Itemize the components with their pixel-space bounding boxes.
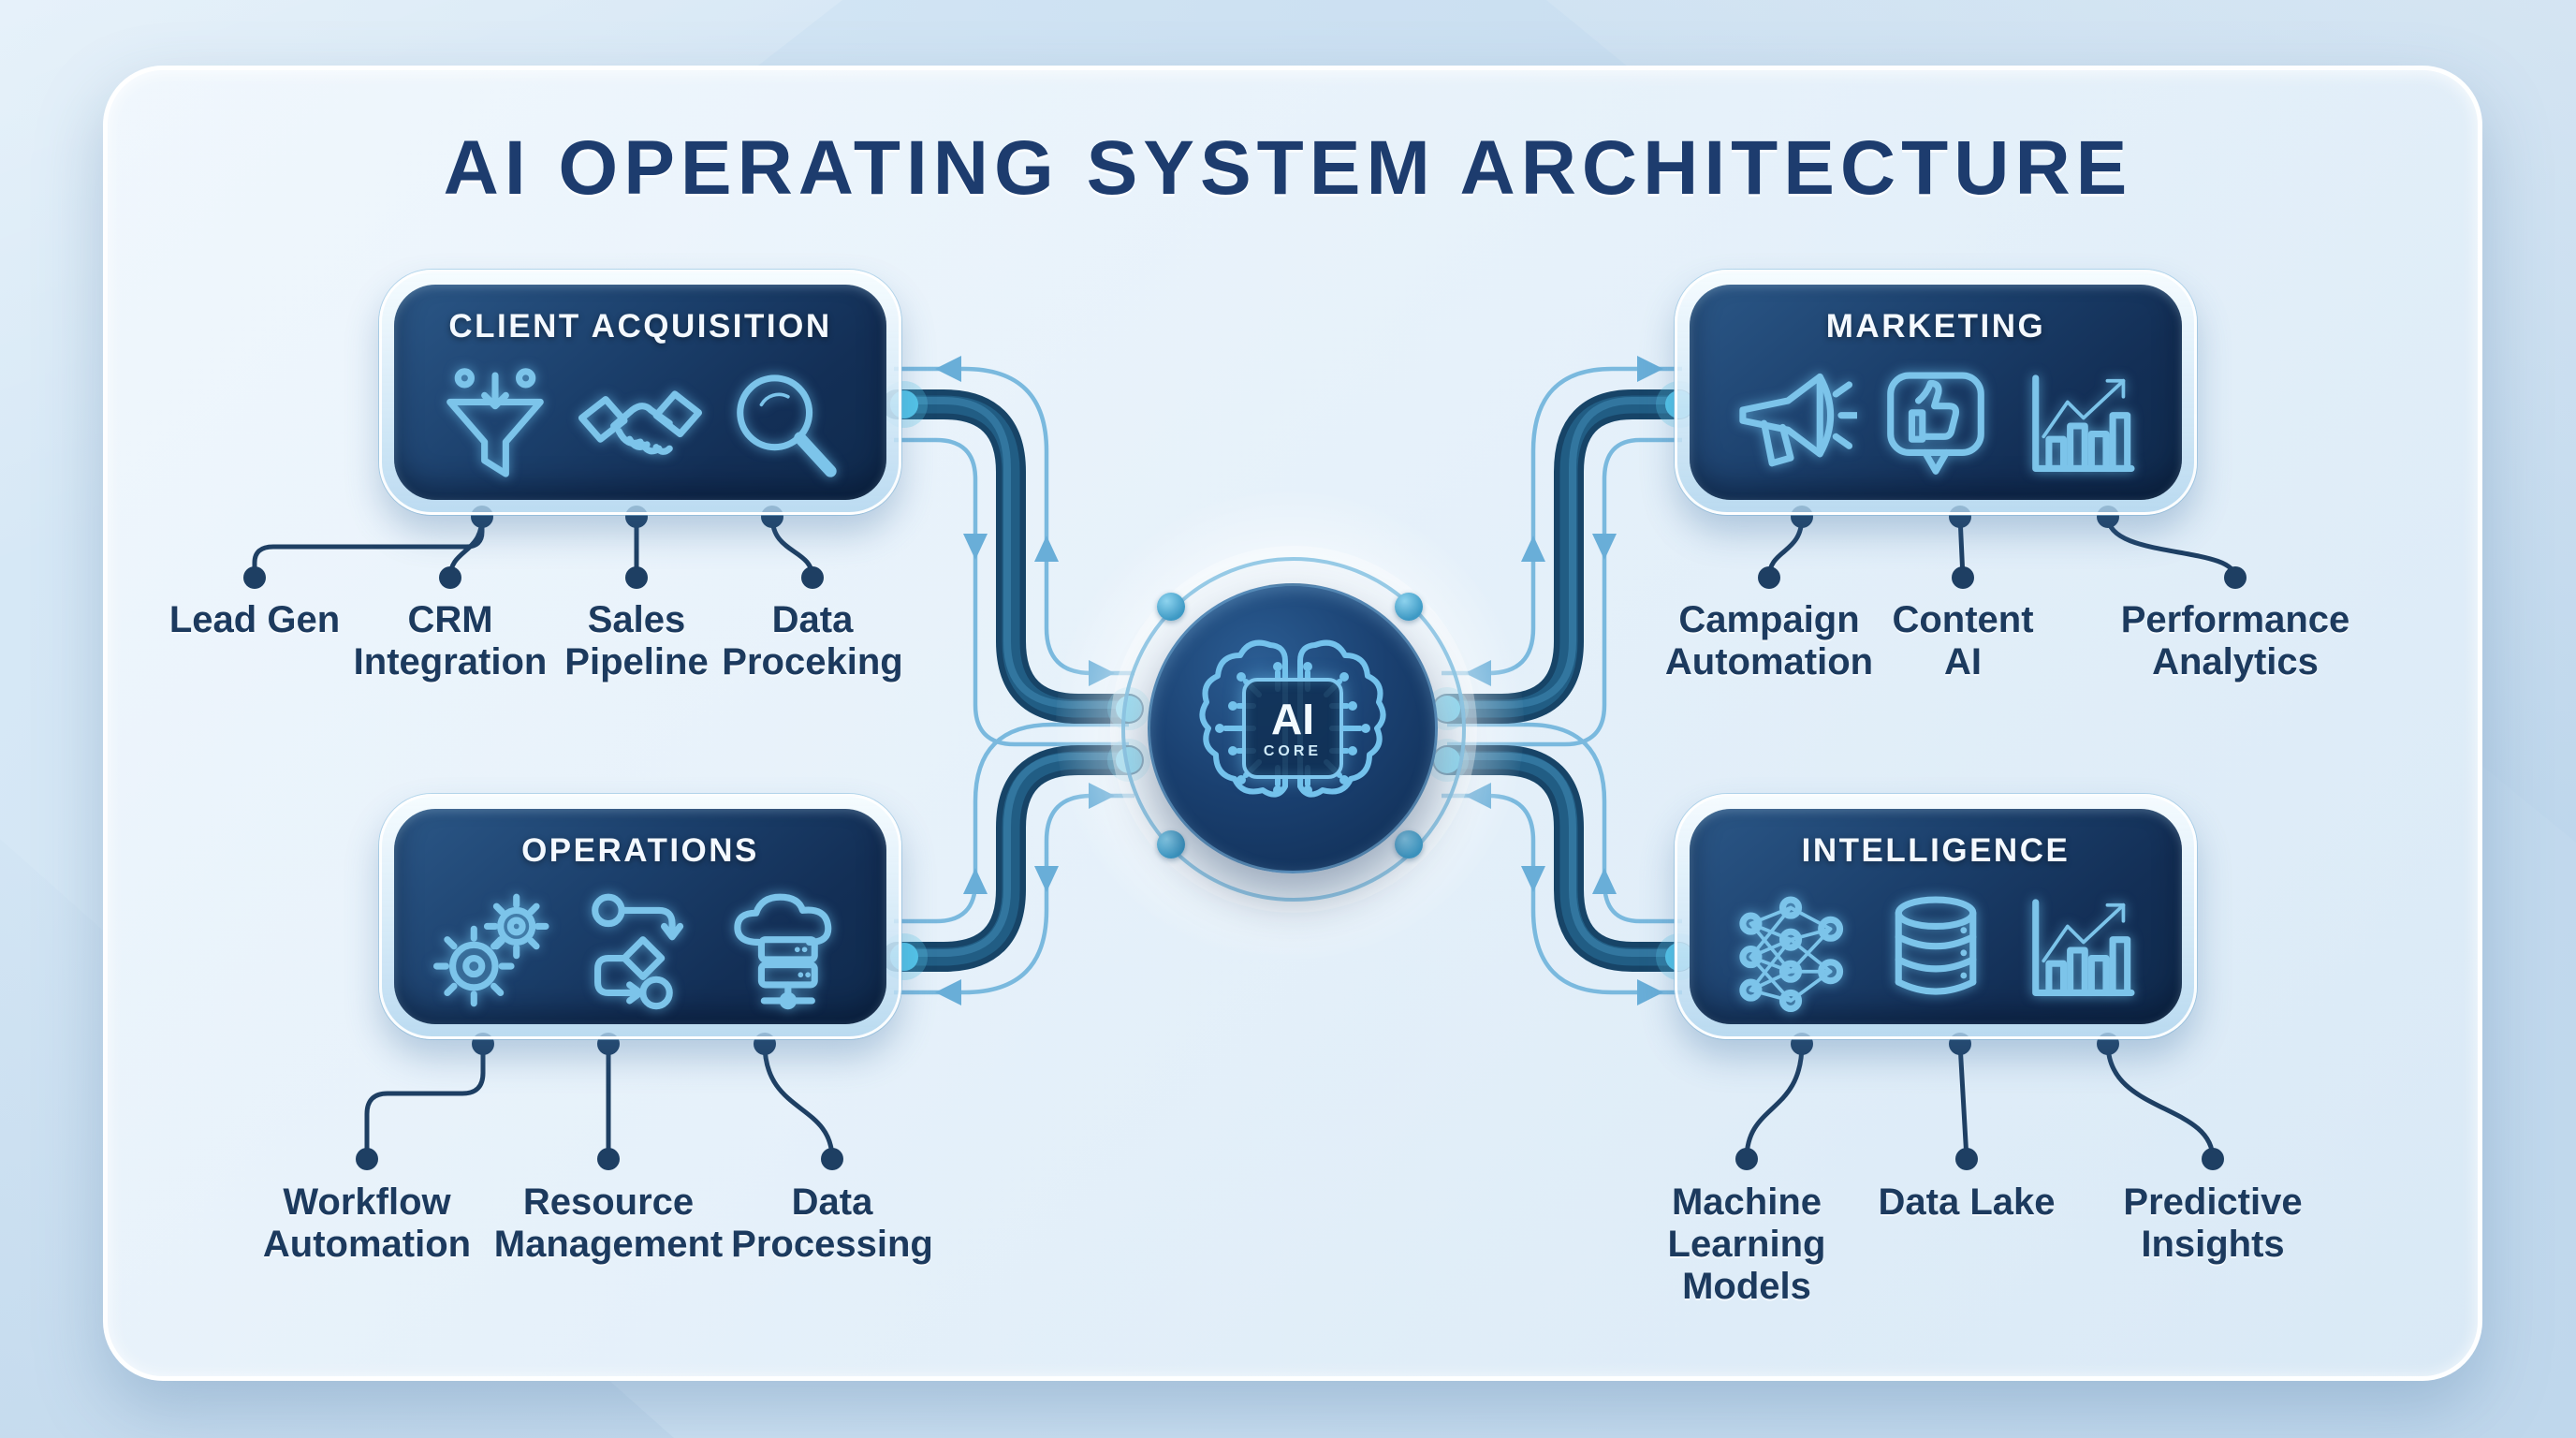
module-title: INTELLIGENCE (1801, 832, 2071, 869)
neural-network-icon (1738, 896, 1843, 1013)
leader-lines-intelligence (1735, 1033, 2224, 1170)
module-marketing: MARKETING (1675, 270, 2197, 515)
magnifier-icon (737, 374, 837, 477)
label-crm-integration: CRM Integration (353, 599, 548, 683)
cloud-server-icon (734, 893, 832, 1010)
module-title: MARKETING (1825, 308, 2046, 345)
label-content-ai: Content AI (1892, 599, 2034, 683)
module-client-acquisition-body: CLIENT ACQUISITION (394, 285, 886, 500)
label-sales-pipeline: Sales Pipeline (564, 599, 709, 683)
growth-chart-icon (2032, 899, 2135, 996)
module-operations: OPERATIONS (379, 794, 901, 1039)
leader-lines-client-acquisition (243, 506, 824, 589)
label-data-proceking: Data Proceking (722, 599, 903, 683)
module-intelligence-body: INTELLIGENCE (1690, 809, 2182, 1024)
label-lead-gen: Lead Gen (168, 599, 341, 640)
module-title: OPERATIONS (521, 832, 759, 869)
leader-lines-marketing (1758, 506, 2247, 589)
module-title: CLIENT ACQUISITION (448, 308, 832, 345)
ai-core-node: AI CORE (1148, 583, 1438, 873)
ai-core-chip: AI CORE (1242, 678, 1343, 779)
pipe-intelligence (1432, 745, 1694, 972)
label-resource-management: Resource Management (493, 1181, 724, 1266)
thumbs-up-icon (1887, 372, 1984, 475)
funnel-icon (446, 368, 544, 477)
label-campaign-automation: Campaign Automation (1664, 599, 1874, 683)
core-ring (1121, 557, 1466, 902)
label-machine-learning-models: Machine Learning Models (1667, 1181, 1826, 1308)
growth-chart-icon (2032, 374, 2135, 472)
label-predictive-insights: Predictive Insights (2123, 1181, 2303, 1266)
megaphone-icon (1738, 373, 1857, 467)
ai-core-label: AI (1271, 694, 1314, 743)
label-performance-analytics: Performance Analytics (2120, 599, 2350, 683)
gears-icon (432, 893, 549, 1007)
ring-dot (1395, 830, 1423, 858)
flowchart-icon (592, 893, 684, 1010)
module-intelligence: INTELLIGENCE (1675, 794, 2197, 1039)
ai-core-sublabel: CORE (1263, 742, 1323, 759)
ring-dot (1157, 593, 1185, 621)
ring-dot (1395, 593, 1423, 621)
pipe-operations (882, 745, 1144, 972)
module-operations-body: OPERATIONS (394, 809, 886, 1024)
module-client-acquisition: CLIENT ACQUISITION (379, 270, 901, 515)
leader-lines-operations (356, 1033, 843, 1170)
label-data-lake: Data Lake (1878, 1181, 2056, 1223)
label-workflow-automation: Workflow Automation (262, 1181, 472, 1266)
page-title: AI OPERATING SYSTEM ARCHITECTURE (443, 125, 2133, 211)
pipe-client-acquisition (882, 389, 1144, 724)
database-icon (1895, 896, 1977, 995)
label-data-processing: Data Processing (731, 1181, 933, 1266)
pipe-marketing (1432, 389, 1694, 724)
ring-dot (1157, 830, 1185, 858)
module-marketing-body: MARKETING (1690, 285, 2182, 500)
handshake-icon (578, 390, 703, 455)
